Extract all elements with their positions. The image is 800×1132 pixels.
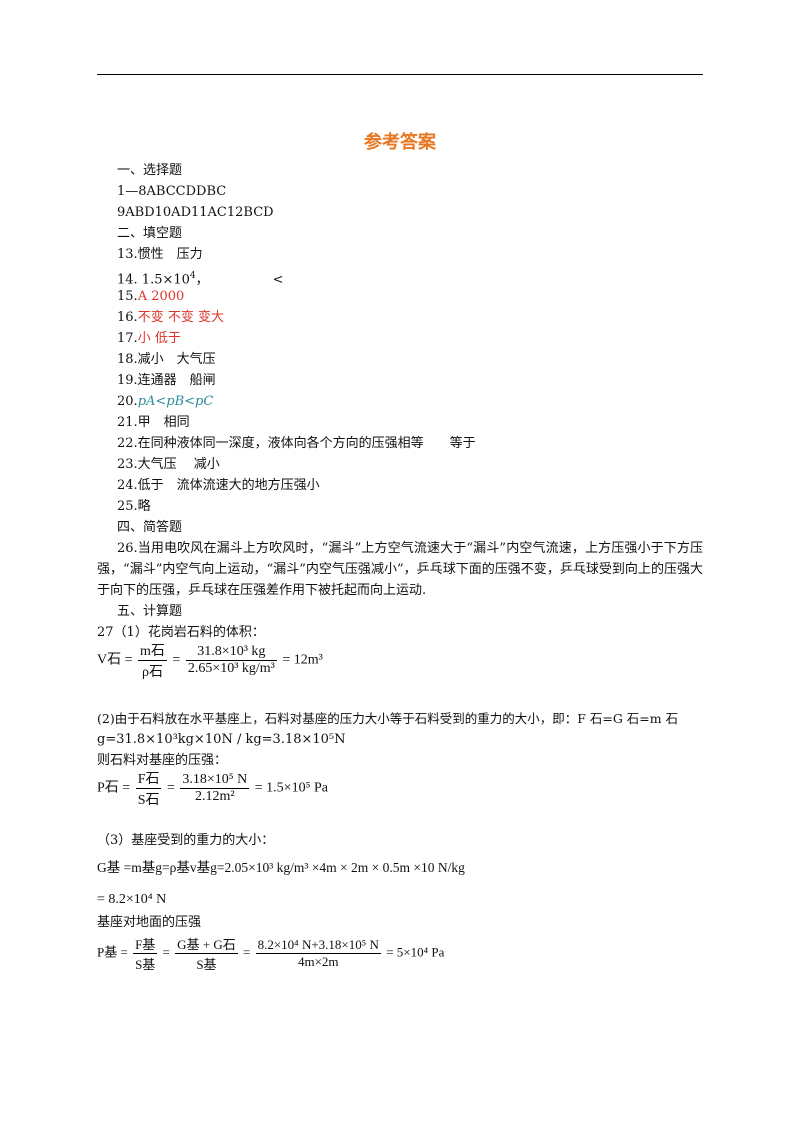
page-title: 参考答案 [364, 132, 436, 153]
answer-line: 1—8ABCCDDBC [117, 184, 227, 199]
calc-text: (2)由于石料放在水平基座上，石料对基座的压力大小等于石料受到的重力的大小，即：… [97, 711, 679, 726]
answer-line: 15.A 2000 [117, 289, 185, 304]
answer-line: 25.略 [117, 499, 151, 514]
answer-line: 19.连通器 船闸 [117, 373, 216, 388]
section-short-answer: 四、简答题 [117, 520, 183, 535]
answer-line: 14. 1.5×104，< [117, 271, 284, 288]
answer-line: 17.小 低于 [117, 331, 181, 346]
equation-base-weight-result: = 8.2×10⁴ N [97, 892, 167, 907]
calc-text: g=31.8×10³kg×10N / kg=3.18×10⁵N [97, 732, 346, 747]
answer-line: 13.惯性 压力 [117, 247, 203, 262]
section-fill: 二、填空题 [117, 226, 183, 241]
calc-text: 则石料对基座的压强： [97, 753, 228, 768]
calc-text: （3）基座受到的重力的大小： [97, 833, 275, 848]
header-rule [97, 74, 703, 75]
section-calculation: 五、计算题 [117, 604, 183, 619]
answer-line: 24.低于 流体流速大的地方压强小 [117, 478, 320, 493]
calc-text: 27（1）花岗岩石料的体积： [97, 625, 265, 640]
answer-line: 18.减小 大气压 [117, 352, 216, 367]
answer-line: 16.不变 不变 变大 [117, 310, 224, 325]
answer-line: 22.在同种液体同一深度，液体向各个方向的压强相等 等于 [117, 436, 476, 451]
equation-base-weight: G基 =m基g=ρ基v基g=2.05×10³ kg/m³ ×4m × 2m × … [97, 860, 465, 875]
answer-line: 20.pA<pB<pC [117, 394, 214, 409]
answer-paragraph: 26.当用电吹风在漏斗上方吹风时，“漏斗”上方空气流速大于“漏斗”内空气流速，上… [97, 541, 703, 598]
answer-line: 9ABD10AD11AC12BCD [117, 205, 274, 220]
answer-line: 21.甲 相同 [117, 415, 190, 430]
section-choice: 一、选择题 [117, 163, 183, 178]
calc-text: 基座对地面的压强 [97, 915, 202, 930]
answer-line: 23.大气压 减小 [117, 457, 220, 472]
